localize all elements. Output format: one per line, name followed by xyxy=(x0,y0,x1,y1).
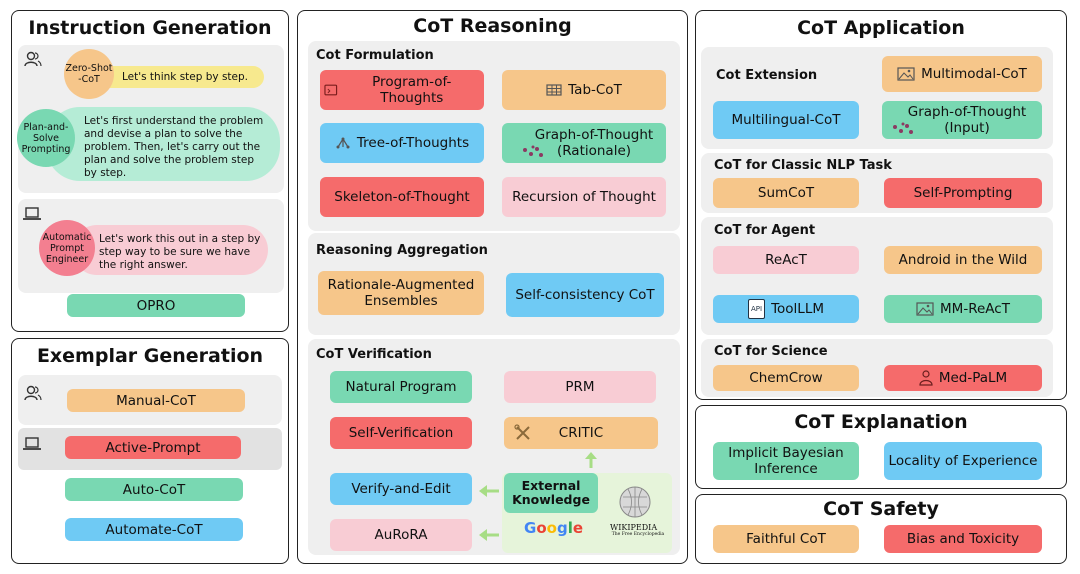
google-logo: Google xyxy=(524,519,584,537)
locality-experience-pill: Locality of Experience xyxy=(884,442,1042,480)
toolllm-label: ToolLLM xyxy=(771,301,824,317)
graph-of-thought-rationale-pill: Graph-of-Thought (Rationale) xyxy=(502,123,666,163)
graph-of-thought-rationale-label: Graph-of-Thought (Rationale) xyxy=(534,127,654,159)
instruction-generation-title: Instruction Generation xyxy=(28,17,272,39)
wikipedia-subtitle: The Free Encyclopedia xyxy=(611,532,665,537)
react-pill: ReAcT xyxy=(713,246,859,274)
tree-icon xyxy=(336,137,350,149)
ape-circle: Automatic Prompt Engineer xyxy=(39,220,95,276)
classic-nlp-title: CoT for Classic NLP Task xyxy=(714,158,892,173)
code-window-icon xyxy=(324,84,338,96)
aurora-pill: AuRoRA xyxy=(330,519,472,551)
faithful-cot-pill: Faithful CoT xyxy=(713,525,859,553)
table-icon xyxy=(546,84,562,96)
exemplar-generation-title: Exemplar Generation xyxy=(36,345,264,367)
skeleton-of-thought-pill: Skeleton-of-Thought xyxy=(320,177,484,217)
implicit-bayesian-pill: Implicit Bayesian Inference xyxy=(713,442,859,480)
tools-icon xyxy=(514,424,530,440)
tree-of-thoughts-pill: Tree-of-Thoughts xyxy=(320,123,484,163)
plan-solve-circle: Plan-and-Solve Prompting xyxy=(17,109,75,167)
cot-safety-title: CoT Safety xyxy=(823,498,939,520)
chemcrow-pill: ChemCrow xyxy=(713,365,859,391)
multimodal-cot-label: Multimodal-CoT xyxy=(921,66,1027,82)
prm-pill: PRM xyxy=(504,371,656,403)
bias-toxicity-pill: Bias and Toxicity xyxy=(884,525,1042,553)
cot-explanation-title: CoT Explanation xyxy=(794,411,968,433)
multilingual-cot-pill: Multilingual-CoT xyxy=(713,101,859,139)
android-wild-pill: Android in the Wild xyxy=(884,246,1042,274)
program-of-thoughts-label: Program-of-Thoughts xyxy=(372,74,452,106)
ape-bubble xyxy=(72,225,268,275)
mm-react-label: MM-ReAcT xyxy=(940,301,1010,317)
active-prompt-pill: Active-Prompt xyxy=(65,436,241,459)
recursion-of-thought-pill: Recursion of Thought xyxy=(502,177,666,217)
rationale-augmented-pill: Rationale-Augmented Ensembles xyxy=(318,271,484,315)
graph-of-thought-input-label: Graph-of-Thought (Input) xyxy=(907,104,1027,136)
cot-reasoning-panel: CoT Reasoning Cot Formulation Program-of… xyxy=(297,10,688,564)
exemplar-generation-panel: Exemplar Generation Manual-CoT Active-Pr… xyxy=(11,338,289,564)
self-consistency-pill: Self-consistency CoT xyxy=(506,273,664,317)
cot-verification-title: CoT Verification xyxy=(316,347,432,362)
plan-solve-text: Let's first understand the problem and d… xyxy=(84,115,264,179)
image-icon xyxy=(916,302,934,316)
laptop-icon xyxy=(23,437,41,450)
graph-of-thought-input-pill: Graph-of-Thought (Input) xyxy=(882,101,1042,139)
toolllm-pill: API ToolLLM xyxy=(713,295,859,323)
zero-shot-text: Let's think step by step. xyxy=(122,71,249,83)
auto-cot-pill: Auto-CoT xyxy=(65,478,243,501)
mm-react-pill: MM-ReAcT xyxy=(884,295,1042,323)
opro-pill: OPRO xyxy=(67,294,245,317)
user-icon xyxy=(24,385,42,401)
arrow-up-icon xyxy=(585,452,597,468)
instruction-generation-panel: Instruction Generation Let's think step … xyxy=(11,10,289,332)
multimodal-cot-pill: Multimodal-CoT xyxy=(882,56,1042,92)
cot-application-panel: CoT Application Cot Extension Multimodal… xyxy=(695,10,1067,400)
med-palm-pill: Med-PaLM xyxy=(884,365,1042,391)
user-icon xyxy=(24,51,42,67)
arrow-left-icon xyxy=(479,529,499,541)
natural-program-pill: Natural Program xyxy=(330,371,472,403)
self-verification-pill: Self-Verification xyxy=(330,417,472,449)
image-icon xyxy=(897,67,915,81)
wikipedia-label: WIKIPEDIA xyxy=(610,523,658,532)
arrow-left-icon xyxy=(479,485,499,497)
verify-and-edit-pill: Verify-and-Edit xyxy=(330,473,472,505)
critic-label: CRITIC xyxy=(558,425,604,441)
cot-extension-title: Cot Extension xyxy=(716,68,818,83)
cot-science-title: CoT for Science xyxy=(714,344,828,359)
manual-cot-pill: Manual-CoT xyxy=(67,389,245,412)
wikipedia-globe-icon xyxy=(619,486,651,518)
cot-formulation-title: Cot Formulation xyxy=(316,48,434,63)
cot-safety-panel: CoT Safety Faithful CoT Bias and Toxicit… xyxy=(695,494,1067,564)
reasoning-aggregation-title: Reasoning Aggregation xyxy=(316,243,488,258)
ape-text: Let's work this out in a step by step wa… xyxy=(99,233,261,271)
automate-cot-pill: Automate-CoT xyxy=(65,518,243,541)
tree-of-thoughts-label: Tree-of-Thoughts xyxy=(356,135,470,151)
med-palm-label: Med-PaLM xyxy=(938,370,1008,386)
cot-application-title: CoT Application xyxy=(797,17,965,39)
program-of-thoughts-pill: Program-of-Thoughts xyxy=(320,70,484,110)
laptop-icon xyxy=(23,207,41,220)
critic-pill: CRITIC xyxy=(504,417,658,449)
plan-solve-bubble xyxy=(46,107,280,181)
doctor-icon xyxy=(919,370,933,386)
cot-reasoning-title: CoT Reasoning xyxy=(413,15,572,37)
graph-dots-icon xyxy=(893,122,913,134)
sumcot-pill: SumCoT xyxy=(713,178,859,208)
zero-shot-bubble xyxy=(92,66,264,88)
external-knowledge-pill: External Knowledge xyxy=(504,473,598,513)
api-icon: API xyxy=(748,299,766,319)
tab-cot-pill: Tab-CoT xyxy=(502,70,666,110)
tab-cot-label: Tab-CoT xyxy=(568,82,622,98)
zero-shot-circle: Zero-Shot -CoT xyxy=(64,49,114,99)
cot-explanation-panel: CoT Explanation Implicit Bayesian Infere… xyxy=(695,405,1067,489)
cot-agent-title: CoT for Agent xyxy=(714,223,816,238)
self-prompting-pill: Self-Prompting xyxy=(884,178,1042,208)
graph-dots-icon xyxy=(523,145,543,157)
